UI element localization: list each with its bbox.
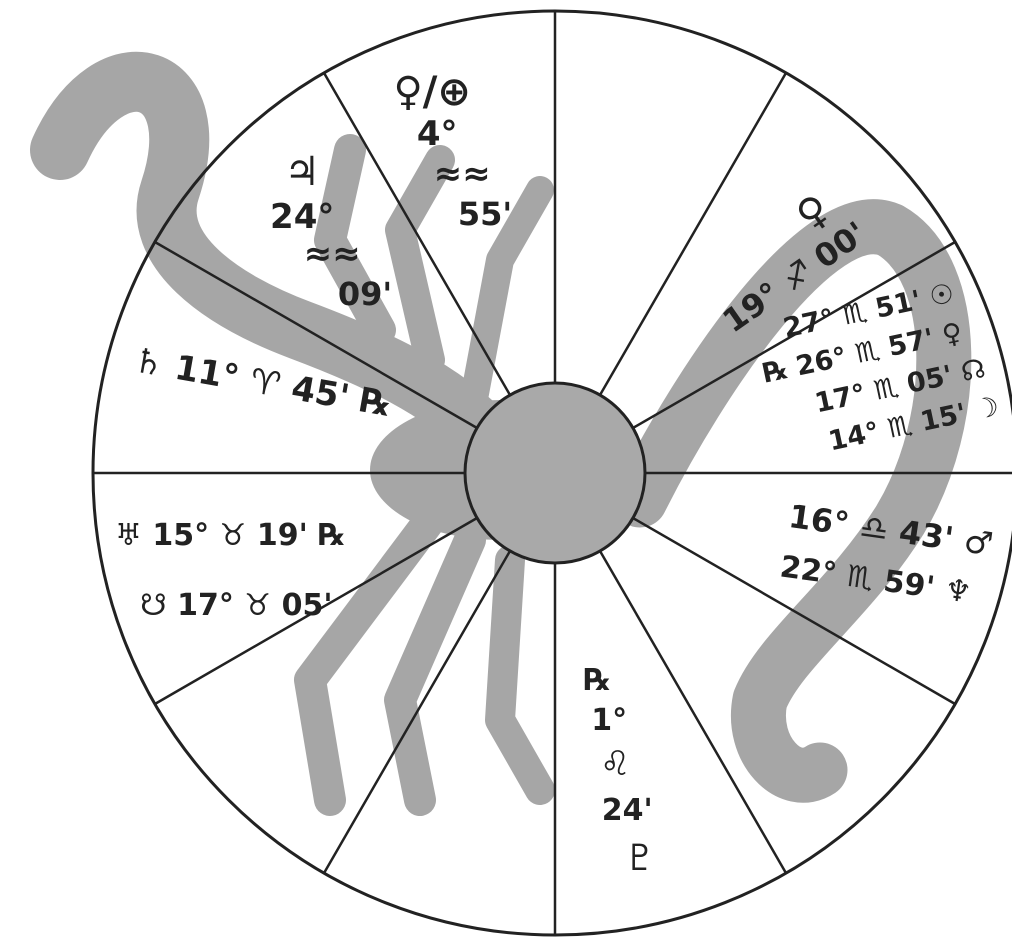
scorpion-leg bbox=[500, 560, 540, 790]
house-7-label: ♅ 15° ♉ 19' ℞ ☋ 17° ♉ 05' bbox=[115, 518, 351, 623]
scorpion-leg bbox=[400, 540, 470, 800]
house-6-label: ℞ 1° ♌ 24' ♇ bbox=[584, 663, 659, 879]
chart-hub bbox=[465, 383, 645, 563]
